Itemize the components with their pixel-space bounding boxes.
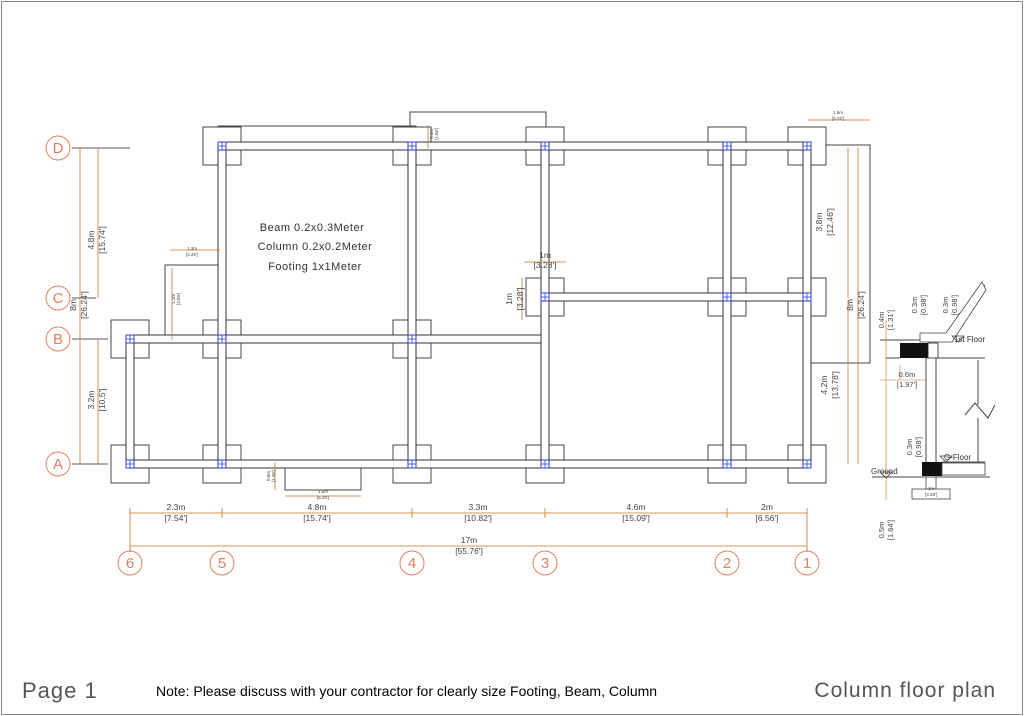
dim-right-bot-m: 4.2m [819,376,829,395]
dim-small-left-v-ft: [3.60'] [176,293,181,305]
section-dim-6-m: 0.5m [877,522,886,539]
dim-bottom-2-ft: [15.74'] [303,513,331,523]
dim-small-top-right-m: 1.6m [833,110,843,115]
dim-right-top-m: 3.8m [814,213,824,232]
dim-bottom-1-m: 2.3m [167,502,186,512]
dim-small-left-v-m: 1.1m [171,294,176,304]
grid-bubble-3 [532,550,558,576]
section-dim-6-ft: [1.64'] [886,520,895,540]
section-dim-4-m: 0.6m [899,370,916,379]
grid-bubble-5 [209,550,235,576]
dim-inner-h-m: 1m [539,250,551,260]
footing-spec: Footing 1x1Meter [268,261,362,273]
dim-bottom-5-ft: [6.56'] [756,513,779,523]
section-dim-1-ft: [1.31'] [886,310,895,330]
grid-bubble-a [45,451,71,477]
section-dim-5-m: 0.3m [905,439,914,456]
grid-label-c: C [53,290,64,307]
dim-small-top-mid-m: 0.4m [429,129,434,139]
dim-small-left-h-ft: [4.25'] [186,252,198,257]
dim-small-bottom-h-ft: [5.25'] [317,495,329,500]
dim-left-ba-ft: [10.5'] [97,389,107,412]
grid-label-4: 4 [408,555,416,572]
section-detail [872,281,996,500]
dim-bottom-2-m: 4.8m [308,502,327,512]
grid-label-6: 6 [126,555,134,572]
dim-small-bottom-v-ft: [1.96'] [271,470,276,482]
dim-bottom-1-ft: [7.54'] [165,513,188,523]
dim-right-mid-ft: [26.24'] [856,291,866,319]
dim-small-top-right-ft: [5.25'] [832,116,844,121]
grid-label-a: A [53,456,63,473]
dim-small-top-mid-ft: [1.56'] [434,128,439,140]
section-dim-7-ft: [3.28'] [925,492,937,497]
section-dim-2-m: 0.3m [910,297,919,314]
grid-leader-lines [72,147,130,465]
grid-label-1: 1 [803,555,811,572]
dim-inner-v-m: 1m [504,293,514,305]
grid-bubble-2 [714,550,740,576]
dim-small-bottom-h-m: 1.6m [318,489,328,494]
dim-small-left-h-m: 1.3m [187,246,197,251]
section-dim-4-ft: [1.97'] [897,380,917,389]
grid-label-b: B [53,331,63,348]
row-grid-bubbles [45,135,71,477]
dim-total-m: 17m [461,535,478,545]
grid-bubble-4 [399,550,425,576]
dim-left-dc-m: 4.8m [86,231,96,250]
page-number: Page 1 [22,678,98,703]
section-dim-5-ft: [0.98'] [914,437,923,457]
dim-right-mid-m: 8m [845,299,855,311]
dim-total-ft: [55.76'] [455,546,483,556]
grid-label-3: 3 [541,555,549,572]
dim-bottom-3-ft: [10.82'] [464,513,492,523]
grid-bubble-d [45,135,71,161]
grid-label-5: 5 [218,555,226,572]
section-dim-1-m: 0.4m [877,312,886,329]
dim-left-db-ft: [26.24'] [79,291,89,319]
dim-left-db-m: 8m [68,299,78,311]
section-label-g-floor: G-Floor [944,453,971,462]
dim-bottom-3-m: 3.3m [469,502,488,512]
section-dim-7-m: 1m [928,486,935,491]
section-label-ground: Ground [871,467,898,476]
section-label-1st-floor: 1st Floor [954,335,985,344]
dim-inner-h-ft: [3.28'] [534,260,557,270]
dim-small-bottom-v-m: 0.6m [266,471,271,481]
column-grid-bubbles [117,550,820,576]
dim-inner-v-ft: [3.28'] [515,288,525,311]
column-spec: Column 0.2x0.2Meter [258,241,373,253]
grid-bubble-c [45,285,71,311]
dimension-lines [79,119,870,552]
dim-left-ba-m: 3.2m [86,391,96,410]
dim-right-bot-ft: [13.78'] [830,371,840,399]
section-dim-3-m: 0.3m [941,297,950,314]
dim-bottom-4-m: 4.6m [627,502,646,512]
contractor-note: Note: Please discuss with your contracto… [156,683,658,699]
column-crosshairs [126,142,811,468]
section-dim-3-ft: [0.98'] [950,295,959,315]
grid-label-2: 2 [723,555,731,572]
dim-bottom-4-ft: [15.09'] [622,513,650,523]
dim-right-top-ft: [12.46'] [825,208,835,236]
section-dim-2-ft: [0.98'] [919,295,928,315]
drawing-title: Column floor plan [814,679,996,702]
dim-bottom-5-m: 2m [761,502,773,512]
dim-left-dc-ft: [15.74'] [97,226,107,254]
grid-bubble-b [45,326,71,352]
grid-label-d: D [53,140,64,157]
beam-spec: Beam 0.2x0.3Meter [260,222,365,234]
